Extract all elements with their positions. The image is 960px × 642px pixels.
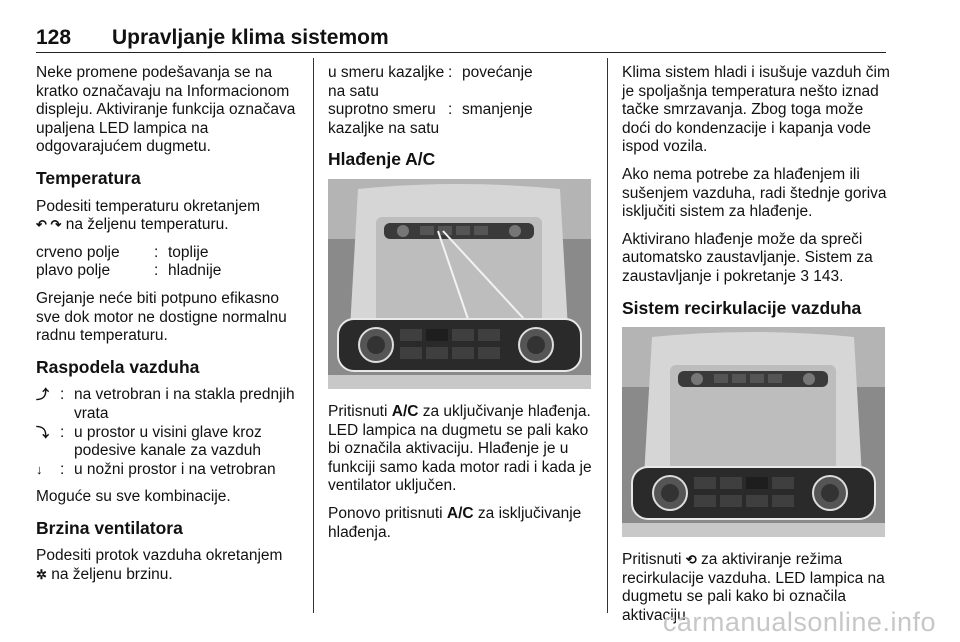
autostop-paragraph: Aktivirano hlađenje može da spreči autom… bbox=[622, 231, 892, 287]
rotation-table: u smeru kazaljke na satu : povećanje sup… bbox=[328, 64, 593, 138]
table-sep: : bbox=[154, 243, 159, 261]
temperature-table: crveno polje : toplije plavo polje : hla… bbox=[36, 244, 301, 281]
fan-speed-text: Podesiti protok vazduha okretanjem bbox=[36, 547, 283, 565]
temperature-heading: Temperatura bbox=[36, 167, 141, 188]
ac-button-label: A/C bbox=[446, 504, 474, 522]
page-title: Upravljanje klima sistemom bbox=[112, 26, 389, 49]
text: Aktivirano hlađenje može da spreči autom… bbox=[622, 230, 873, 285]
recirculation-heading: Sistem recirkulacije vazduha bbox=[622, 297, 862, 318]
fan-icon: ✲ bbox=[36, 567, 47, 583]
watermark: carmanualsonline.info bbox=[662, 607, 936, 637]
table-sep: : bbox=[154, 262, 159, 280]
table-value: na vetrobran i na stakla prednjih vrata bbox=[74, 386, 295, 422]
text: Pritisnuti bbox=[622, 551, 686, 569]
temperature-text-end: na željenu temperaturu. bbox=[65, 216, 229, 234]
column-left: Neke promene podešavanja se na kratko oz… bbox=[36, 64, 301, 594]
ac-control-panel-photo bbox=[328, 178, 591, 389]
table-key: plavo polje bbox=[36, 262, 111, 280]
text: Pritisnuti bbox=[328, 402, 392, 420]
table-sep: : bbox=[60, 460, 65, 478]
recirculation-icon: ⟲ bbox=[685, 552, 697, 568]
combinations-text: Moguće su sve kombinacije. bbox=[36, 488, 231, 506]
fan-speed-paragraph: Podesiti protok vazduha okretanjem ✲ na … bbox=[36, 547, 301, 584]
text: Ponovo pritisnuti bbox=[328, 504, 447, 522]
column-middle: u smeru kazaljke na satu : povećanje sup… bbox=[328, 64, 593, 551]
table-sep: : bbox=[60, 386, 65, 404]
temperature-paragraph: Podesiti temperaturu okretanjem ↶ ↷ na ž… bbox=[36, 198, 301, 235]
text: za isključivanje hlađenja. bbox=[328, 504, 582, 541]
table-sep: : bbox=[60, 423, 65, 441]
text: za aktiviranje režima recirkulacije vazd… bbox=[622, 551, 885, 624]
ac-paragraph-2: Ponovo pritisnuti A/C za isključivanje h… bbox=[328, 505, 593, 542]
table-key: suprotno smeru kazaljke na satu bbox=[328, 101, 440, 137]
table-sep: : bbox=[448, 64, 453, 81]
text: za uključivanje hlađenja. LED lampica na… bbox=[328, 402, 592, 495]
fan-speed-heading: Brzina ventilatora bbox=[36, 517, 183, 538]
air-distribution-heading: Raspodela vazduha bbox=[36, 356, 200, 377]
footwell-airflow-icon: ↓ bbox=[36, 461, 43, 477]
ac-paragraph-1: Pritisnuti A/C za uključivanje hlađenja.… bbox=[328, 403, 593, 496]
table-value: u nožni prostor i na vetrobran bbox=[74, 460, 276, 478]
temperature-text: Podesiti temperaturu okretanjem bbox=[36, 197, 261, 215]
column-divider bbox=[313, 58, 314, 613]
table-value: smanjenje bbox=[462, 101, 533, 119]
heating-note: Grejanje neće biti potpuno efikasno sve … bbox=[36, 289, 287, 345]
fan-speed-text-end: na željenu brzinu. bbox=[51, 566, 173, 584]
table-value: povećanje bbox=[462, 64, 533, 81]
ac-button-label: A/C bbox=[391, 402, 419, 420]
table-sep: : bbox=[448, 101, 453, 119]
page-header: 128 Upravljanje klima sistemom bbox=[36, 26, 886, 53]
windscreen-airflow-icon: ⤴ bbox=[36, 387, 50, 403]
head-level-airflow-icon: ⤵ bbox=[36, 424, 50, 440]
column-right: Klima sistem hladi i isušuje vazduh čim … bbox=[622, 64, 892, 635]
column-divider bbox=[607, 58, 608, 613]
fuel-saving-paragraph: Ako nema potrebe za hlađenjem ili sušenj… bbox=[622, 165, 887, 221]
table-key: crveno polje bbox=[36, 243, 120, 261]
table-value: hladnije bbox=[168, 262, 222, 280]
temperature-knob-icon: ↶ ↷ bbox=[36, 217, 62, 233]
recirculation-panel-photo bbox=[622, 327, 885, 538]
cooling-paragraph: Klima sistem hladi i isušuje vazduh čim … bbox=[622, 64, 890, 156]
recirculation-paragraph: Pritisnuti ⟲ za aktiviranje režima recir… bbox=[622, 551, 892, 625]
page-number: 128 bbox=[36, 26, 72, 49]
table-value: u prostor u visini glave kroz podesive k… bbox=[74, 423, 262, 460]
table-value: toplije bbox=[168, 243, 209, 261]
ac-heading: Hlađenje A/C bbox=[328, 149, 436, 170]
intro-paragraph: Neke promene podešavanja se na kratko oz… bbox=[36, 64, 296, 156]
air-distribution-table: ⤴ : na vetrobran i na stakla prednjih vr… bbox=[36, 386, 301, 479]
page-reference-link[interactable]: 3 143. bbox=[800, 267, 844, 285]
table-key: u smeru kazaljke na satu bbox=[328, 64, 445, 100]
